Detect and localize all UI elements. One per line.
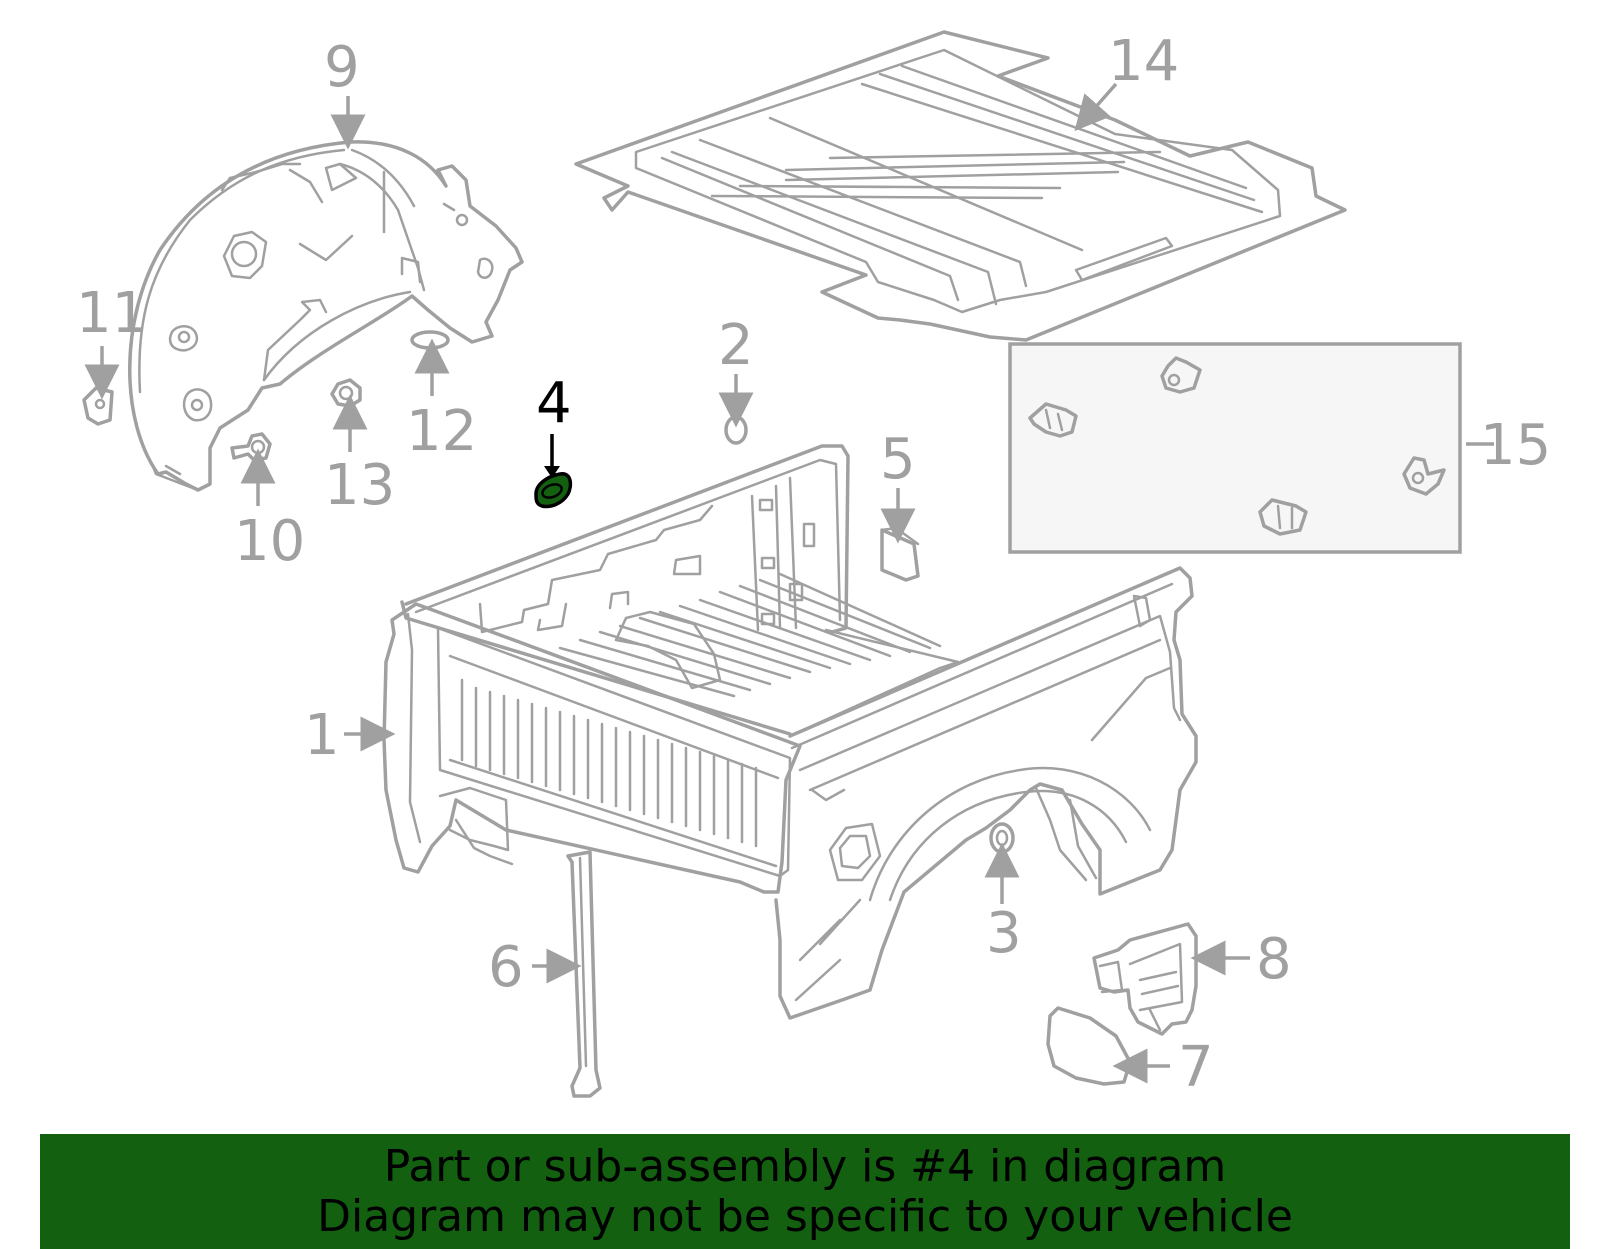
callout-1: 1	[304, 703, 340, 768]
clip-a	[1028, 402, 1078, 438]
part-3-plug	[989, 822, 1015, 854]
part-5-cover	[880, 526, 920, 582]
callout-3: 3	[986, 901, 1022, 966]
part-6-seal-strip	[566, 850, 602, 1098]
callout-11: 11	[76, 281, 147, 346]
part-8-fuel-filler-housing	[1092, 922, 1198, 1036]
callout-13: 13	[324, 453, 395, 518]
leader-14	[1074, 82, 1118, 132]
part-13-nut	[330, 378, 362, 408]
callout-8: 8	[1256, 927, 1292, 992]
banner-line-2: Diagram may not be specific to your vehi…	[317, 1190, 1293, 1242]
arrowhead-4	[544, 466, 560, 478]
part-2-plug	[724, 415, 748, 445]
callout-9: 9	[324, 35, 360, 100]
part-1-pickup-box	[382, 444, 1198, 1020]
callout-5: 5	[880, 427, 916, 492]
callout-14: 14	[1108, 29, 1179, 94]
part-7-fuel-door	[1046, 1006, 1132, 1086]
clip-b	[1160, 356, 1202, 394]
part-4-plug-highlighted	[534, 472, 573, 509]
callout-10: 10	[234, 509, 305, 574]
callout-labels: 9 14 11 12 13 10 2 4 5 15 1 3 6 8 7	[76, 29, 1551, 1100]
callout-7: 7	[1178, 1035, 1214, 1100]
callout-2: 2	[718, 313, 754, 378]
part-15-clip-kit-box	[1008, 342, 1462, 554]
part-14-floor-panel	[574, 30, 1347, 342]
callout-15: 15	[1480, 413, 1551, 478]
callout-12: 12	[406, 399, 477, 464]
callout-6: 6	[488, 935, 524, 1000]
clip-c	[1402, 456, 1446, 496]
part-9-wheelhouse-liner	[128, 140, 524, 492]
callout-4: 4	[536, 371, 572, 436]
info-banner: Part or sub-assembly is #4 in diagram Di…	[40, 1134, 1570, 1249]
banner-line-1: Part or sub-assembly is #4 in diagram	[383, 1140, 1227, 1192]
part-10-push-pin	[230, 432, 272, 462]
part-12-grommet	[410, 330, 450, 350]
leader-lines	[84, 82, 1494, 1084]
clip-d	[1258, 498, 1308, 536]
part-11-clip	[82, 386, 114, 426]
